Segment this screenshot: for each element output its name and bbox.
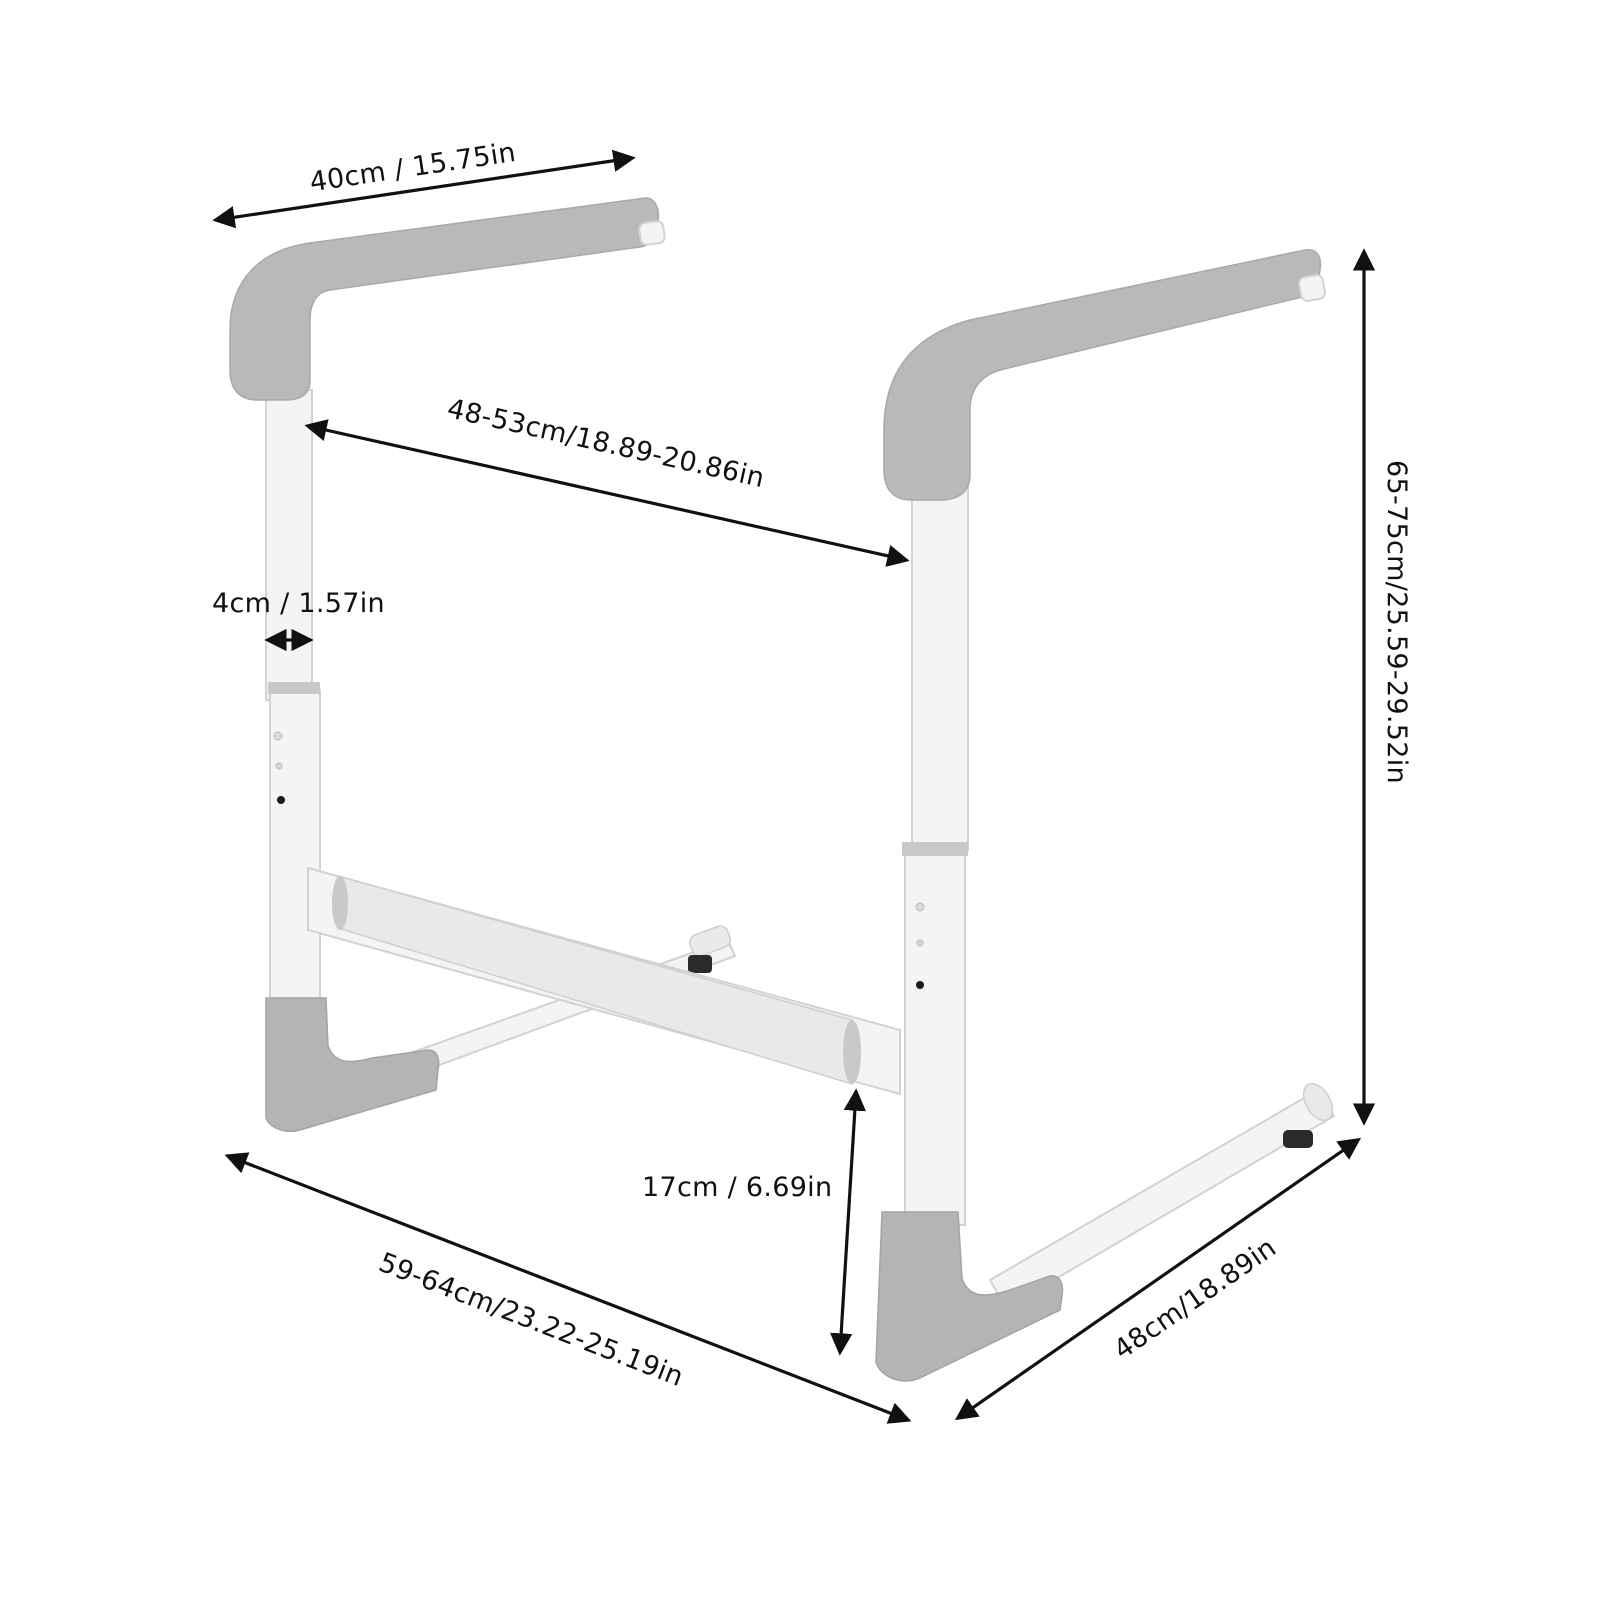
height-label: 65-75cm/25.59-29.52in	[1381, 460, 1412, 784]
front-crossbar	[307, 866, 901, 1096]
left-foot	[265, 997, 440, 1132]
inner-width-label: 48-53cm/18.89-20.86in	[444, 393, 767, 494]
tube-diameter-label: 4cm / 1.57in	[212, 588, 385, 619]
overall-width-label: 59-64cm/23.22-25.19in	[374, 1247, 687, 1393]
overall-width-arrow	[224, 1152, 912, 1424]
left-armrest	[229, 197, 666, 401]
right-upright	[902, 479, 969, 1226]
crossbar-height-arrow	[829, 1088, 867, 1356]
inner-width-arrow	[304, 419, 910, 567]
right-armrest	[883, 249, 1326, 501]
armrest-length-arrow	[212, 149, 636, 229]
right-foot	[875, 1211, 1064, 1382]
crossbar-height-label: 17cm / 6.69in	[642, 1172, 832, 1203]
toilet-rail-frame	[229, 197, 1336, 1382]
base-depth-arrow	[954, 1137, 1362, 1421]
dimension-lines	[212, 149, 1376, 1424]
dimension-labels: 40cm / 15.75in 48-53cm/18.89-20.86in 4cm…	[212, 137, 1412, 1393]
